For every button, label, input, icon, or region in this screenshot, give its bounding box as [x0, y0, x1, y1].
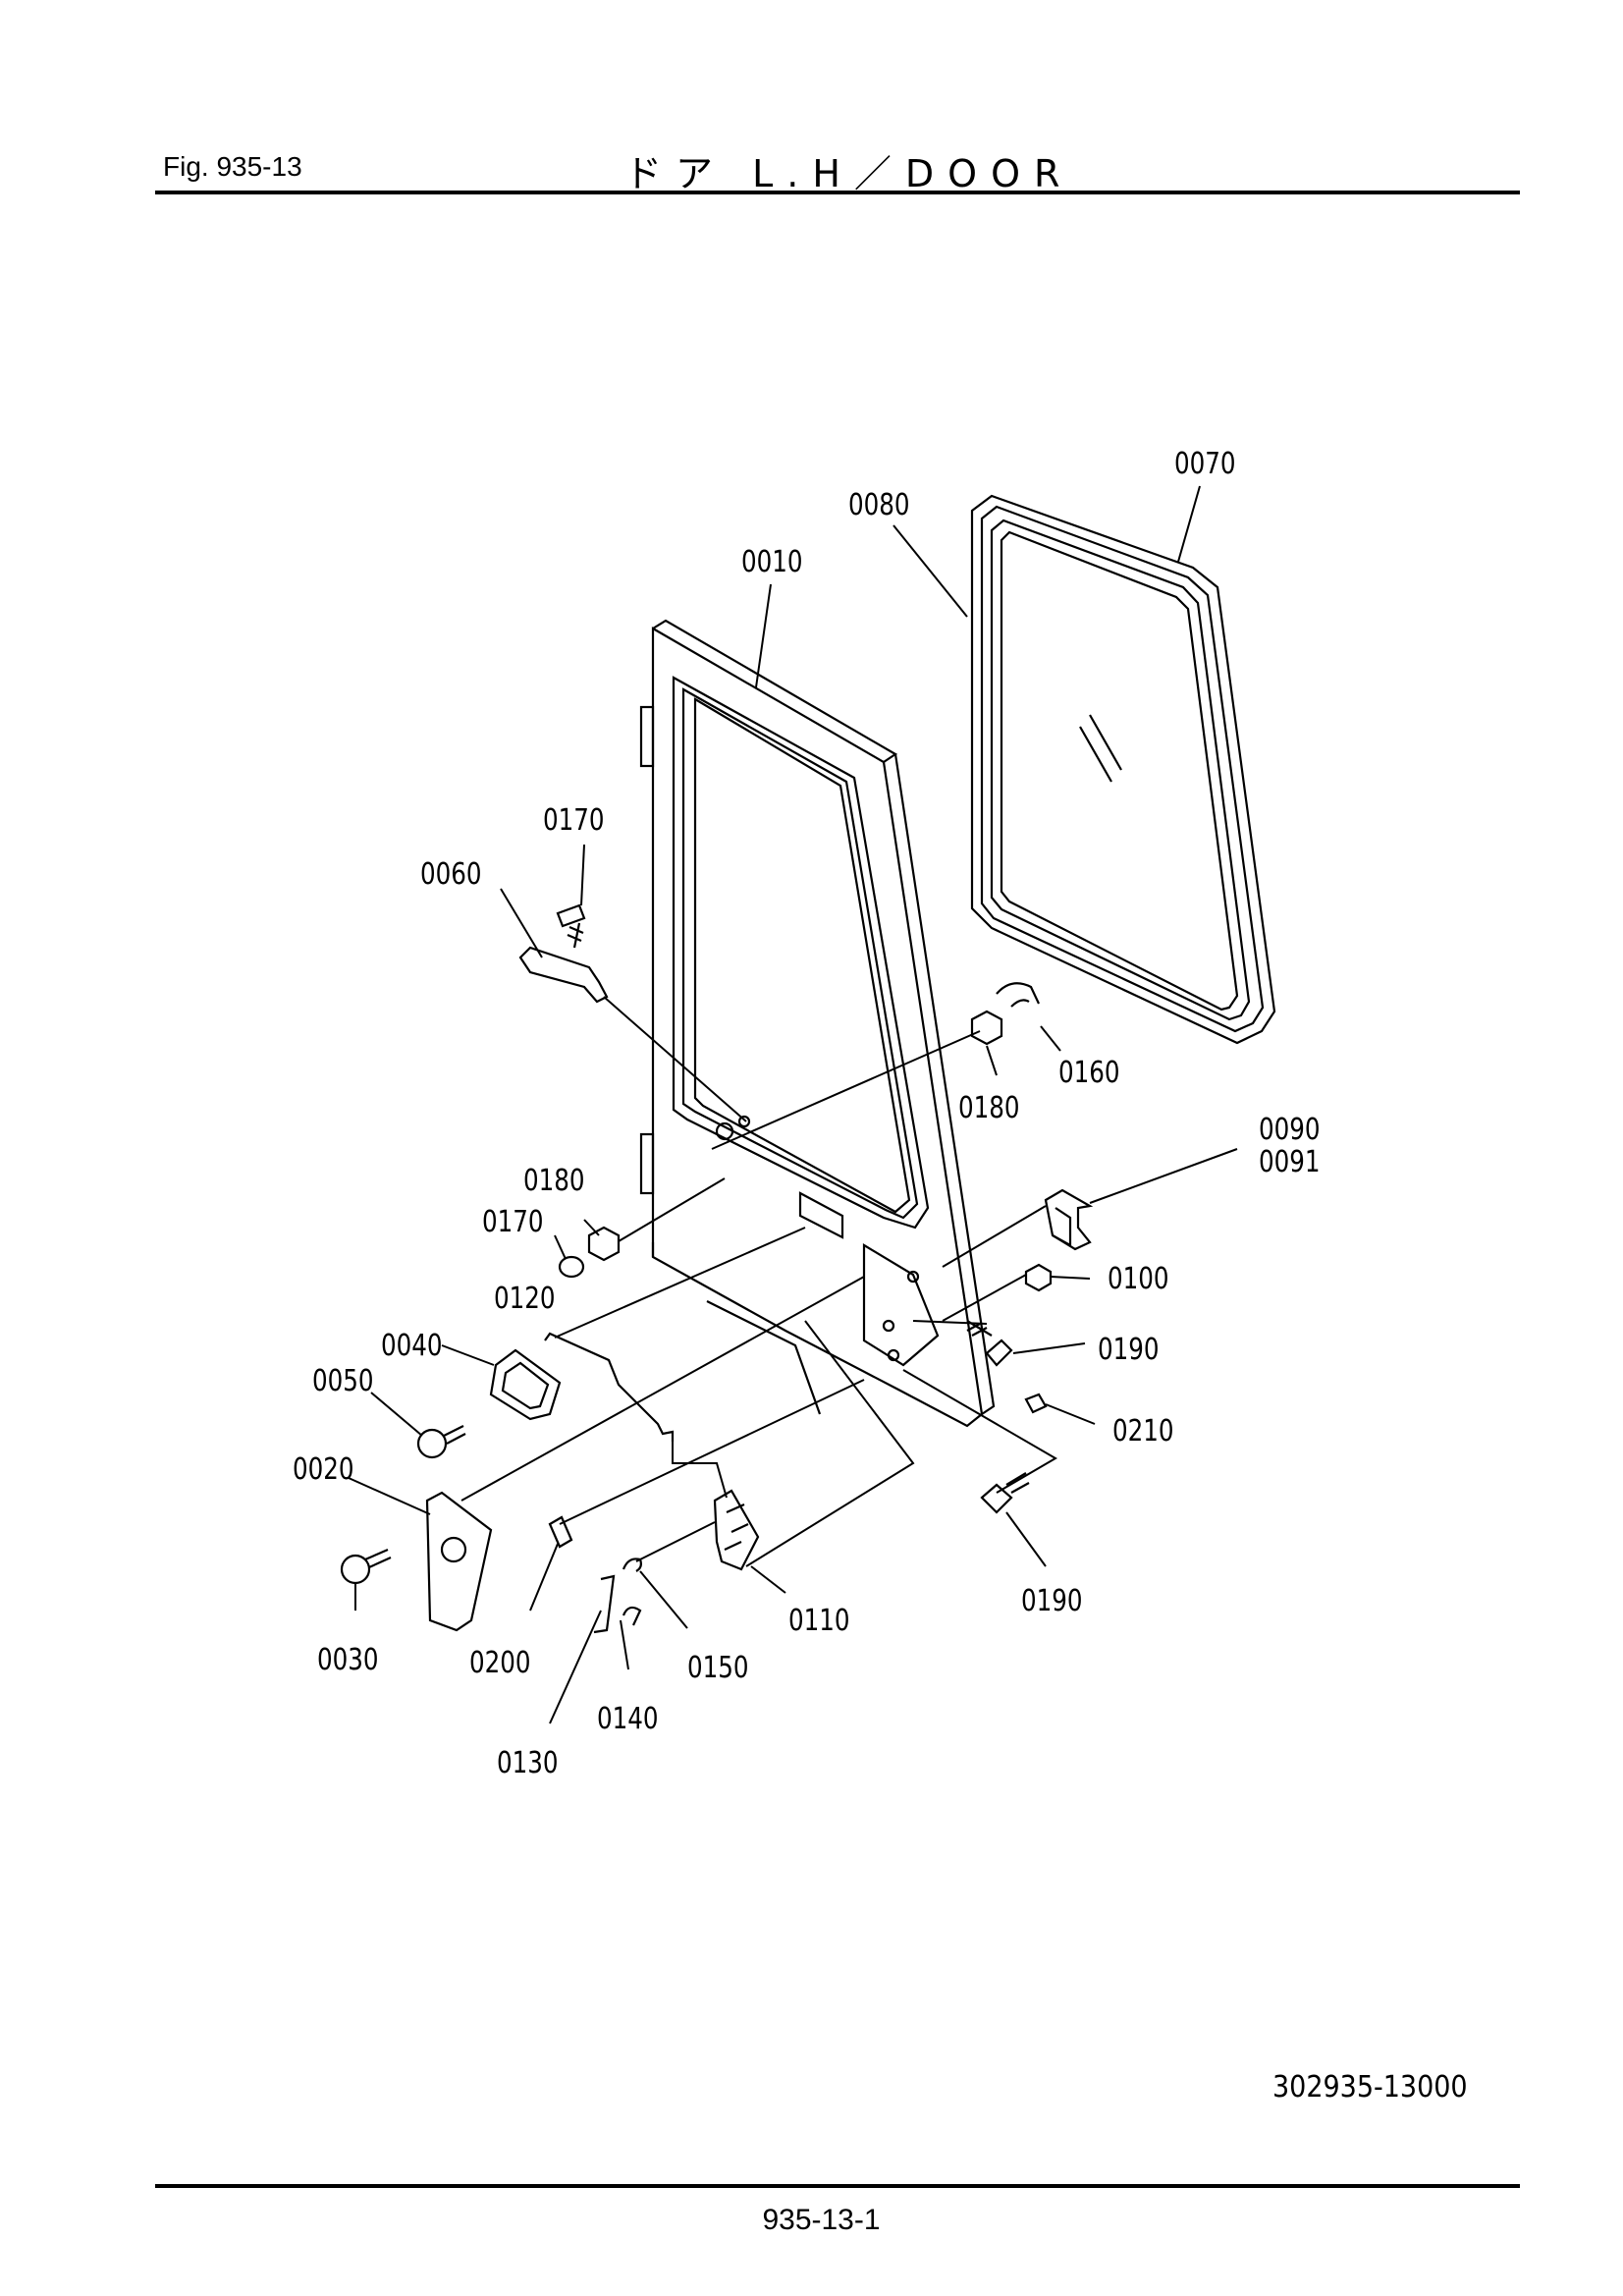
callout-0150: 0150: [687, 1652, 749, 1685]
callout-0190-upper: 0190: [1098, 1334, 1160, 1367]
footer-rule: [155, 2184, 1520, 2188]
callout-0050: 0050: [312, 1365, 374, 1398]
callout-0170-upper: 0170: [543, 804, 605, 838]
door-frame-part[interactable]: [639, 619, 996, 1428]
callout-0070: 0070: [1174, 448, 1236, 481]
callout-0180-upper: 0180: [958, 1092, 1020, 1125]
callout-0020: 0020: [293, 1453, 354, 1487]
grip-handle-part[interactable]: [518, 946, 609, 1004]
ring-0140[interactable]: [622, 1606, 642, 1626]
callout-0200: 0200: [469, 1647, 531, 1680]
bolt-0190-lower[interactable]: [980, 1472, 1030, 1514]
screw-0050[interactable]: [416, 1425, 466, 1459]
window-glass-part[interactable]: [970, 494, 1276, 1045]
callout-0180-lower: 0180: [523, 1165, 585, 1198]
callout-0091: 0091: [1259, 1146, 1321, 1179]
callout-0210: 0210: [1112, 1415, 1174, 1449]
figure-reference: Fig. 935-13: [163, 151, 302, 182]
callout-0120: 0120: [494, 1283, 556, 1316]
plug-0210[interactable]: [1024, 1393, 1048, 1414]
screw-0030[interactable]: [340, 1548, 392, 1585]
clip-0200[interactable]: [548, 1515, 573, 1549]
rod-0120[interactable]: [544, 1332, 675, 1442]
page-title: ドア L.H／DOOR: [624, 152, 1074, 195]
callout-0040: 0040: [381, 1330, 443, 1363]
u-bolt-0160[interactable]: [996, 982, 1040, 1008]
callout-0190-lower: 0190: [1021, 1585, 1083, 1618]
callout-0010: 0010: [741, 546, 803, 579]
callout-0130: 0130: [497, 1747, 559, 1780]
callout-0110: 0110: [788, 1605, 850, 1638]
washer-0170-lower[interactable]: [558, 1255, 585, 1279]
lever-0040[interactable]: [489, 1348, 562, 1421]
screw-0170-upper[interactable]: [556, 903, 586, 949]
leader-lines: [348, 485, 1238, 1724]
callout-0170-lower: 0170: [482, 1206, 544, 1239]
drawing-number: 302935-13000: [1272, 2070, 1468, 2105]
callout-0100: 0100: [1108, 1263, 1169, 1296]
catch-0090[interactable]: [1044, 1188, 1094, 1251]
nut-0180-upper[interactable]: [970, 1010, 1003, 1046]
callout-0140: 0140: [597, 1703, 659, 1736]
callout-0030: 0030: [317, 1644, 379, 1677]
bolt-0190-upper[interactable]: [966, 1320, 1013, 1367]
wire-0130[interactable]: [593, 1574, 616, 1634]
callout-labels: 0070 0080 0010 0170 0060 0160 0180 0090 …: [293, 448, 1321, 1780]
callout-0160: 0160: [1058, 1057, 1120, 1090]
nut-0180-lower[interactable]: [587, 1226, 621, 1262]
callout-0080: 0080: [848, 489, 910, 522]
page-number: 935-13-1: [762, 2204, 881, 2236]
latch-0110[interactable]: [713, 1489, 760, 1571]
callout-0090: 0090: [1259, 1114, 1321, 1147]
callout-0060: 0060: [420, 858, 482, 892]
header-rule: [155, 191, 1520, 194]
plate-0020[interactable]: [425, 1491, 493, 1632]
nut-0100[interactable]: [1024, 1263, 1053, 1292]
